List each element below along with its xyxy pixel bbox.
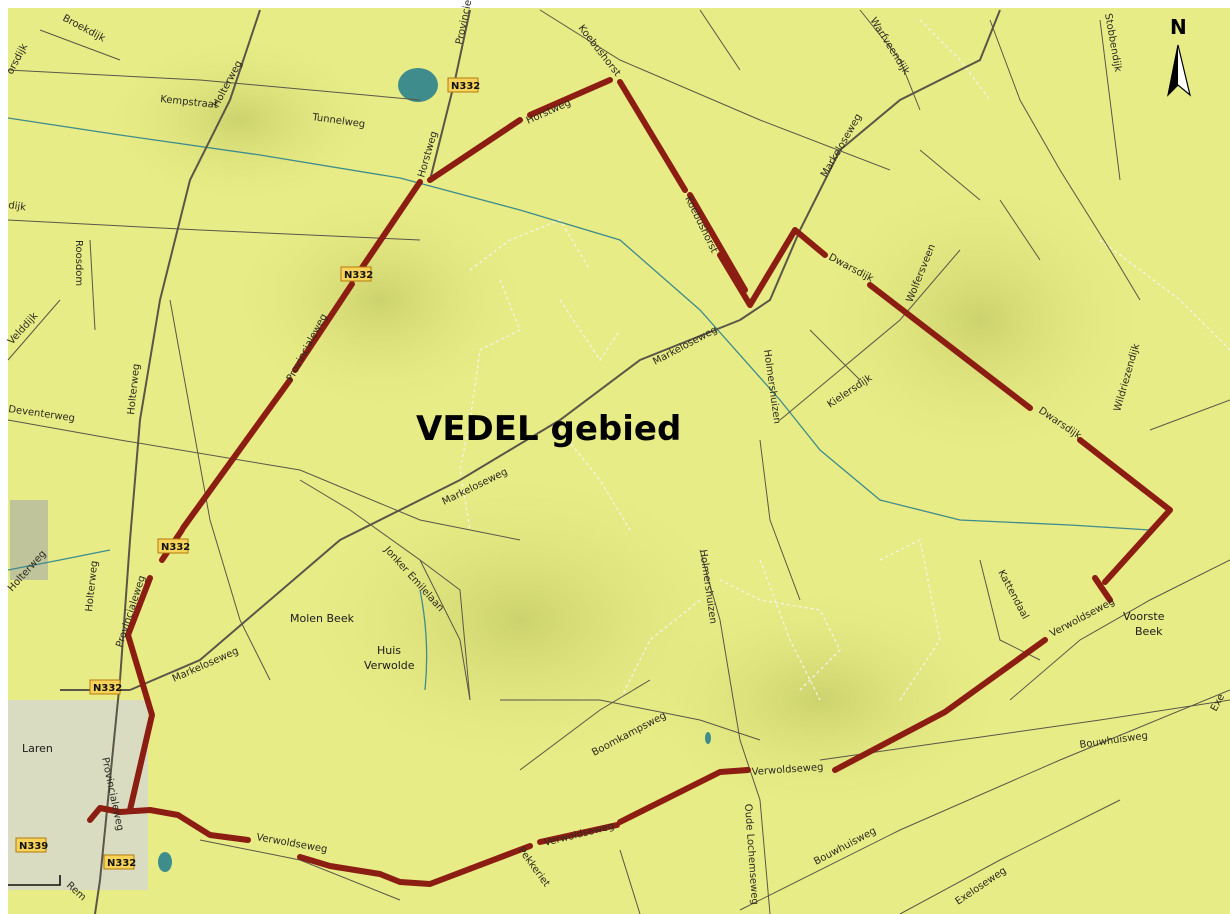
terrain-shade [90,30,390,210]
pond [158,852,172,872]
place-label: Beek [1135,625,1163,638]
road-label: Holterweg [84,560,100,612]
road-label: Roosdom [73,240,84,286]
footpaths [459,19,1230,701]
map-title: VEDEL gebied [416,409,681,449]
svg-text:N339: N339 [19,841,48,852]
streams [7,117,1151,691]
svg-text:N332: N332 [161,542,190,553]
north-arrow: N [1167,15,1192,97]
place-label: Voorste [1123,610,1165,623]
road-shield: N332 [89,679,122,695]
place-label: Molen Beek [290,612,355,625]
north-label: N [1170,15,1187,39]
road-label: Verwoldseweg [751,762,823,778]
railway [8,875,61,886]
road-shield: N332 [157,538,190,554]
svg-text:N332: N332 [344,270,373,281]
svg-text:N332: N332 [93,683,122,694]
place-label: Huis [377,644,401,657]
terrain-shade [220,180,540,420]
road-shield: N339 [15,837,48,853]
pond [705,732,711,744]
road-shield: N332 [340,266,373,282]
place-label: Laren [22,742,53,755]
road-shield: N332 [103,854,136,870]
terrain-shade [800,170,1160,470]
road-label: dijk [8,200,27,213]
road-shield: N332 [447,77,480,93]
pond [398,68,438,102]
urban-area [10,500,48,580]
road-label: Holterweg [126,363,142,415]
svg-text:N332: N332 [451,81,480,92]
place-label: Verwolde [364,659,415,672]
svg-text:N332: N332 [107,858,136,869]
